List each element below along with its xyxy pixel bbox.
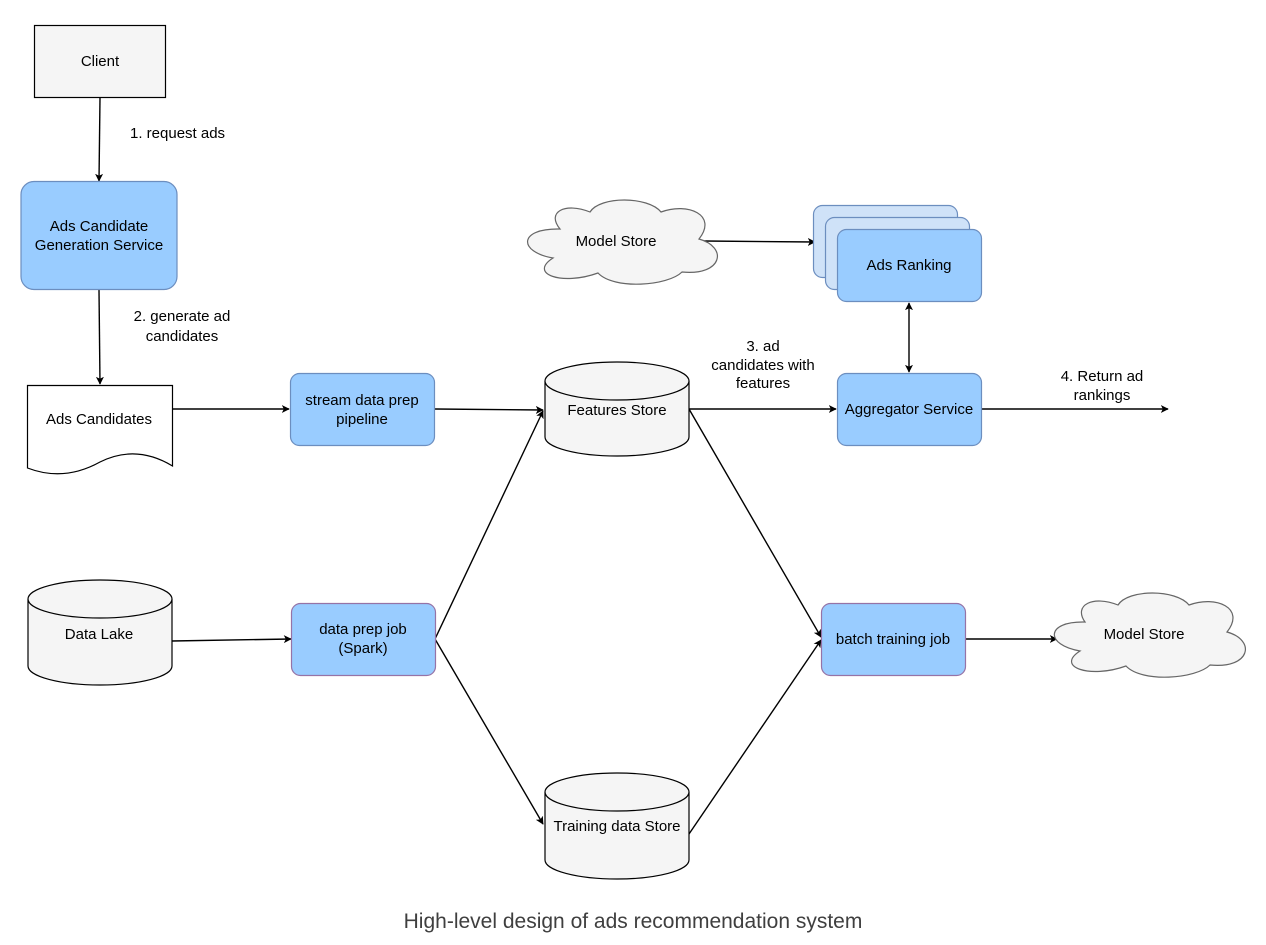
ads-ranking-node: Ads Ranking [812, 204, 983, 303]
data-lake-node: Data Lake [27, 579, 173, 686]
edge-data-lake-to-data-prep-job [171, 635, 292, 644]
edge-label-return-rankings-line2: rankings [1074, 387, 1131, 404]
edge-stream-pipeline-to-features-store [434, 405, 544, 414]
ads-candidate-generation-service-label-line1: Ads Candidate [50, 218, 148, 235]
data-prep-job-label-line1: data prep job [319, 621, 407, 638]
batch-training-job-label: batch training job [836, 631, 950, 648]
model-store-bottom-node: Model Store [1053, 592, 1246, 678]
edge-data-prep-job-to-training-store [434, 638, 544, 825]
edge-label-candidates-with-features-line3: features [736, 375, 790, 392]
data-lake-label: Data Lake [65, 626, 133, 643]
edge-label-candidates-with-features-line1: 3. ad [746, 338, 779, 355]
edge-label-generate-candidates-line1: 2. generate ad [134, 308, 231, 325]
client-node: Client [33, 24, 167, 99]
edge-data-prep-job-to-features-store [434, 410, 544, 640]
features-store-node: Features Store [544, 361, 690, 457]
stream-data-prep-pipeline-label-line2: pipeline [336, 411, 388, 428]
edge-model-store-to-ads-ranking [703, 237, 816, 246]
ads-ranking-stack-front [836, 228, 983, 303]
edge-labels: 1. request ads 2. generate ad candidates… [130, 125, 1143, 404]
stream-data-prep-pipeline-label-line1: stream data prep [305, 392, 418, 409]
edge-training-store-to-batch-training [688, 639, 822, 835]
features-store-label: Features Store [567, 402, 666, 419]
training-data-store-node: Training data Store [544, 772, 690, 880]
model-store-bottom-label: Model Store [1104, 626, 1185, 643]
client-label: Client [81, 53, 120, 70]
ads-ranking-label: Ads Ranking [866, 257, 951, 274]
batch-training-job-node: batch training job [820, 602, 967, 677]
stream-data-prep-pipeline-node: stream data prep pipeline [289, 372, 436, 447]
ads-candidates-node: Ads Candidates [26, 384, 174, 475]
edge-label-return-rankings-line1: 4. Return ad [1061, 368, 1144, 385]
ads-candidates-label: Ads Candidates [46, 411, 152, 428]
aggregator-service-label: Aggregator Service [845, 401, 973, 418]
edge-label-candidates-with-features-line2: candidates with [711, 357, 814, 374]
model-store-top-node: Model Store [527, 199, 718, 285]
edge-label-request-ads: 1. request ads [130, 125, 225, 142]
aggregator-service-node: Aggregator Service [836, 372, 983, 447]
edge-candidate-service-to-ads-candidates [95, 289, 104, 385]
edge-label-generate-candidates-line2: candidates [146, 328, 219, 345]
figure-caption: High-level design of ads recommendation … [403, 910, 863, 933]
edge-client-to-candidate-service [95, 97, 104, 182]
model-store-top-label: Model Store [576, 233, 657, 250]
ads-candidate-generation-service-label-line2: Generation Service [35, 237, 163, 254]
training-data-store-label: Training data Store [553, 818, 680, 835]
edge-features-store-to-batch-training [688, 408, 822, 638]
data-prep-job-label-line2: (Spark) [338, 640, 387, 657]
ads-candidate-generation-service-node: Ads Candidate Generation Service [20, 180, 178, 291]
edges [95, 97, 1169, 835]
data-prep-job-node: data prep job (Spark) [290, 602, 437, 677]
